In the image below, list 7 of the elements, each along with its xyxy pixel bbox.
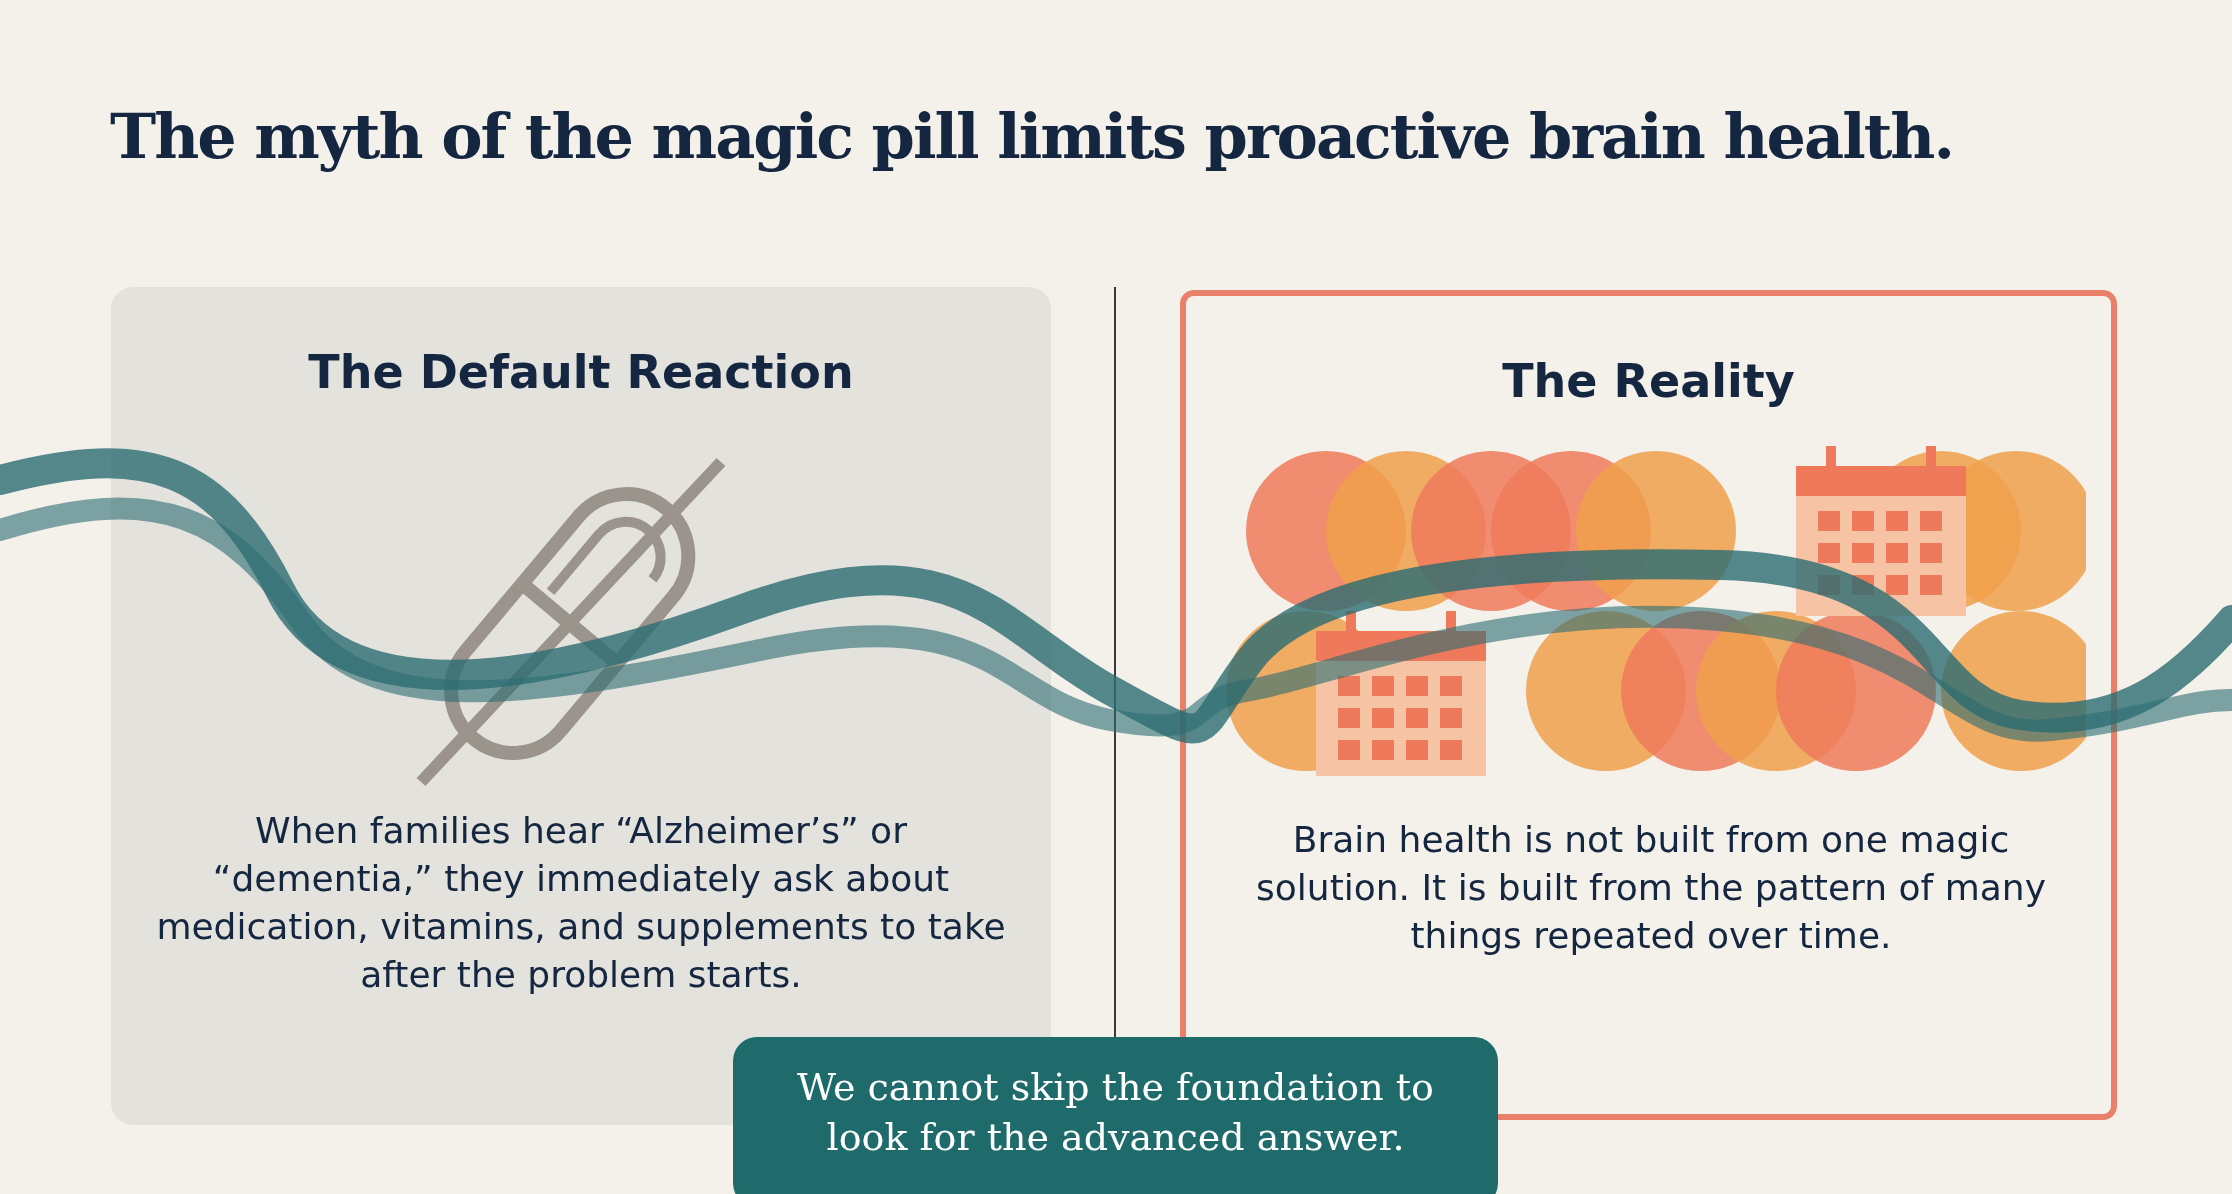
panel-text: Brain health is not built from one magic solution. It is built from the pattern of many things repeated over time.: [1255, 818, 2047, 958]
callout-text: We cannot skip the foundation to look for the advanced answer.: [796, 1064, 1435, 1161]
title-heading: The myth of the magic pill limits proactive brain health.: [110, 100, 1955, 173]
panel-text: When families hear “Alzheimer’s” or “dementia,” they immediately ask about medication, vitamins, and supplements to take after the problem starts.: [155, 809, 1007, 997]
panel-heading: The Reality: [1501, 354, 1796, 408]
callout-box: [733, 1037, 1498, 1194]
panel-heading: The Default Reaction: [307, 345, 855, 399]
